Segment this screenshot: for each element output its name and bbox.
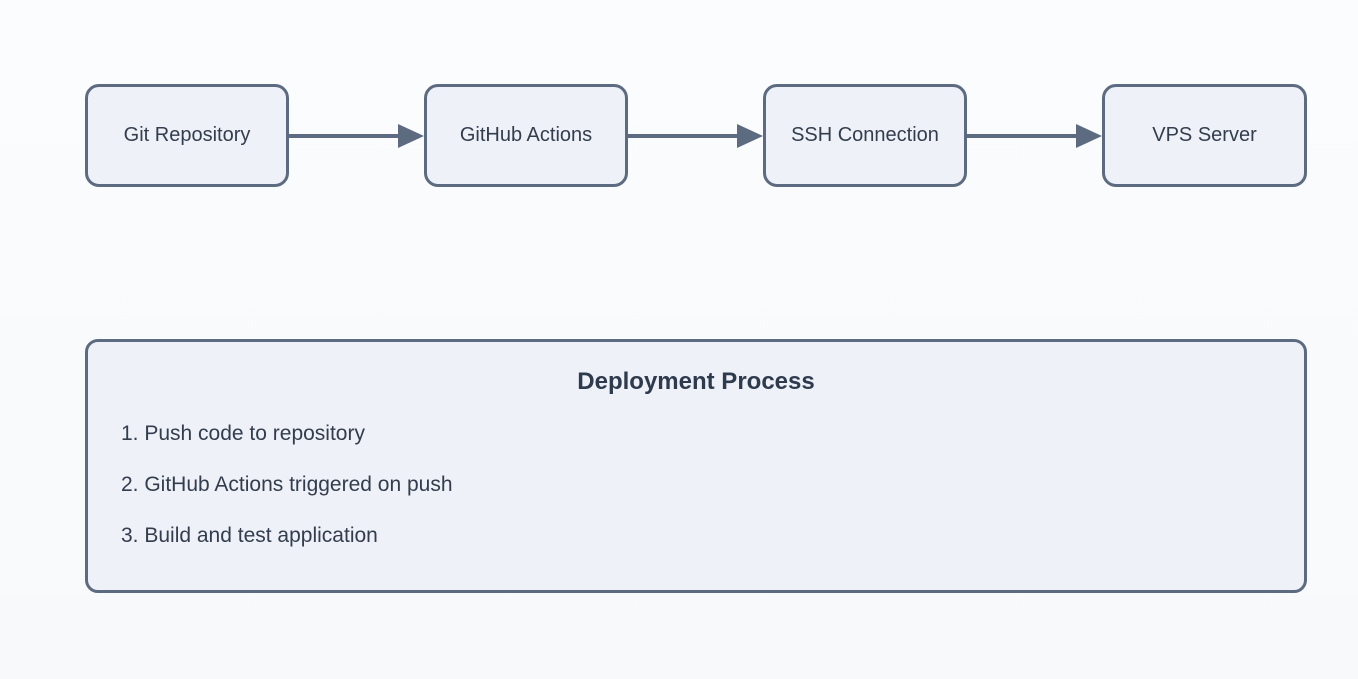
- arrowhead-right-icon: [1076, 123, 1102, 148]
- arrow-shaft: [288, 134, 400, 138]
- deployment-step-1: 1. Push code to repository: [121, 422, 365, 445]
- edge-ssh-connection-to-vps-server: [966, 84, 1102, 187]
- deployment-step-2: 2. GitHub Actions triggered on push: [121, 473, 453, 496]
- node-github-actions: GitHub Actions: [424, 84, 628, 187]
- edge-git-repository-to-github-actions: [288, 84, 424, 187]
- deployment-step-3: 3. Build and test application: [121, 524, 378, 547]
- node-vps-server: VPS Server: [1102, 84, 1307, 187]
- node-git-repository-label: Git Repository: [123, 124, 251, 146]
- node-ssh-connection-label: SSH Connection: [791, 124, 939, 146]
- deployment-process-panel: Deployment Process 1. Push code to repos…: [85, 339, 1307, 593]
- panel-title: Deployment Process: [577, 368, 815, 395]
- arrowhead-right-icon: [737, 123, 763, 148]
- node-vps-server-label: VPS Server: [1152, 124, 1257, 146]
- node-github-actions-label: GitHub Actions: [459, 124, 593, 146]
- arrowhead-right-icon: [398, 123, 424, 148]
- node-ssh-connection: SSH Connection: [763, 84, 967, 187]
- deployment-steps-list: 1. Push code to repository 2. GitHub Act…: [121, 423, 453, 576]
- arrow-shaft: [627, 134, 739, 138]
- node-git-repository: Git Repository: [85, 84, 289, 187]
- edge-github-actions-to-ssh-connection: [627, 84, 763, 187]
- arrow-shaft: [966, 134, 1078, 138]
